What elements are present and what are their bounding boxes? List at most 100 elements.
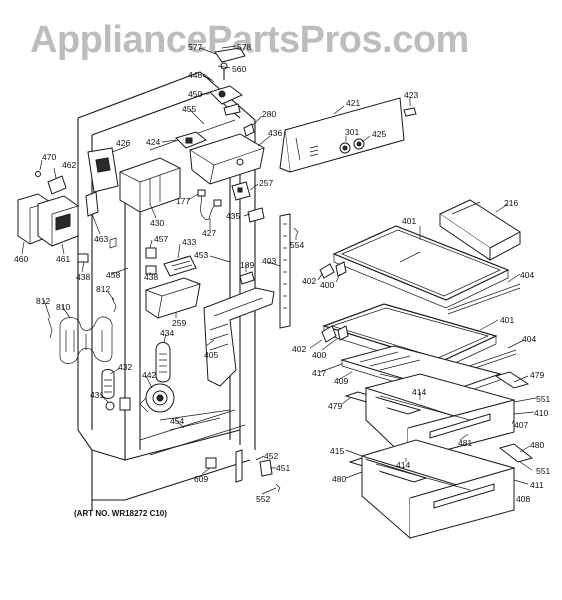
label-551-lower: 551	[536, 466, 550, 476]
part-434-damper	[155, 342, 171, 383]
label-609: 609	[194, 474, 208, 484]
watermark-text: AppliancePartsPros.com	[30, 19, 469, 61]
label-454: 454	[170, 416, 184, 426]
label-216: 216	[504, 198, 518, 208]
label-452: 452	[264, 451, 278, 461]
part-426-shape	[87, 147, 119, 193]
part-216-bin	[438, 199, 521, 261]
label-421: 421	[346, 98, 360, 108]
part-454-609-452-451-shapes	[169, 417, 281, 493]
part-405-air-duct	[203, 287, 275, 387]
leader-lines	[21, 45, 537, 500]
label-177: 177	[176, 196, 190, 206]
art-number: (ART NO. WR18272 C10)	[74, 509, 167, 518]
part-402-400-upper-brackets	[319, 261, 347, 279]
label-463: 463	[94, 234, 108, 244]
label-430: 430	[150, 218, 164, 228]
part-442-motor	[139, 383, 175, 413]
label-479-left: 479	[328, 401, 342, 411]
label-552: 552	[256, 494, 270, 504]
part-470-462-shape	[35, 171, 67, 195]
part-421-control-panel	[279, 97, 405, 173]
label-402-lower: 402	[292, 344, 306, 354]
label-560: 560	[232, 64, 246, 74]
part-404-upper-trim	[447, 283, 521, 315]
label-405: 405	[204, 350, 218, 360]
label-451: 451	[276, 463, 290, 473]
label-462: 462	[62, 160, 76, 170]
label-425: 425	[372, 129, 386, 139]
label-434: 434	[160, 328, 174, 338]
part-479-rails	[344, 371, 530, 415]
label-280: 280	[262, 109, 276, 119]
part-554-screw	[293, 227, 299, 237]
part-labels: 577 578 560 448 450 455 280 421 423 301 …	[14, 42, 550, 504]
label-448: 448	[188, 70, 202, 80]
part-423-knob	[403, 107, 417, 117]
label-577: 577	[188, 42, 202, 52]
label-404-lower: 404	[522, 334, 536, 344]
part-189-shape	[239, 271, 255, 285]
label-259: 259	[172, 318, 186, 328]
label-401-lower: 401	[500, 315, 514, 325]
label-432: 432	[118, 362, 132, 372]
label-457: 457	[154, 234, 168, 244]
label-400-lower: 400	[312, 350, 326, 360]
label-480-left: 480	[332, 474, 346, 484]
label-414-lower: 414	[396, 460, 410, 470]
label-401-upper: 401	[402, 216, 416, 226]
part-810-coil	[47, 297, 117, 364]
label-812-left: 812	[36, 296, 50, 306]
part-259-duct	[145, 277, 201, 319]
part-402-400-lower-brackets	[321, 325, 349, 343]
label-417: 417	[312, 368, 326, 378]
label-415: 415	[330, 446, 344, 456]
part-438-457-433-shapes	[77, 237, 197, 277]
label-410: 410	[534, 408, 548, 418]
label-424: 424	[146, 137, 160, 147]
label-402-upper: 402	[302, 276, 316, 286]
label-442: 442	[142, 370, 156, 380]
part-280-shape	[243, 123, 255, 137]
label-257: 257	[259, 178, 273, 188]
label-438-left: 438	[76, 272, 90, 282]
label-426: 426	[116, 138, 130, 148]
label-404-upper: 404	[520, 270, 534, 280]
part-177-427-wiring	[197, 189, 222, 221]
label-438-right: 438	[144, 272, 158, 282]
label-479-right: 479	[530, 370, 544, 380]
part-401-upper-glass-shelf	[332, 225, 510, 309]
label-189: 189	[240, 260, 254, 270]
label-403: 403	[262, 256, 276, 266]
label-400-upper: 400	[320, 280, 334, 290]
label-455: 455	[182, 104, 196, 114]
top-hinge-assembly	[202, 47, 246, 116]
label-551-upper: 551	[536, 394, 550, 404]
label-431: 431	[90, 390, 104, 400]
label-554: 554	[290, 240, 304, 250]
part-432-431-shapes	[101, 369, 131, 411]
label-407: 407	[514, 420, 528, 430]
label-458: 458	[106, 270, 120, 280]
label-453: 453	[194, 250, 208, 260]
label-409: 409	[334, 376, 348, 386]
part-257-shape	[231, 181, 251, 201]
label-427: 427	[202, 228, 216, 238]
label-414-upper: 414	[412, 387, 426, 397]
part-435-shape	[247, 207, 265, 223]
label-810: 810	[56, 302, 70, 312]
label-450: 450	[188, 89, 202, 99]
label-470: 470	[42, 152, 56, 162]
part-463-bracket	[85, 191, 99, 217]
label-436: 436	[268, 128, 282, 138]
label-433: 433	[182, 237, 196, 247]
part-460-461-motor	[17, 193, 79, 247]
part-424-shape	[175, 131, 207, 149]
label-578: 578	[237, 42, 251, 52]
label-461: 461	[56, 254, 70, 264]
part-403-rail	[279, 213, 291, 329]
part-411-408-lower-drawer	[360, 439, 516, 540]
label-435: 435	[226, 211, 240, 221]
label-480-right: 480	[530, 440, 544, 450]
